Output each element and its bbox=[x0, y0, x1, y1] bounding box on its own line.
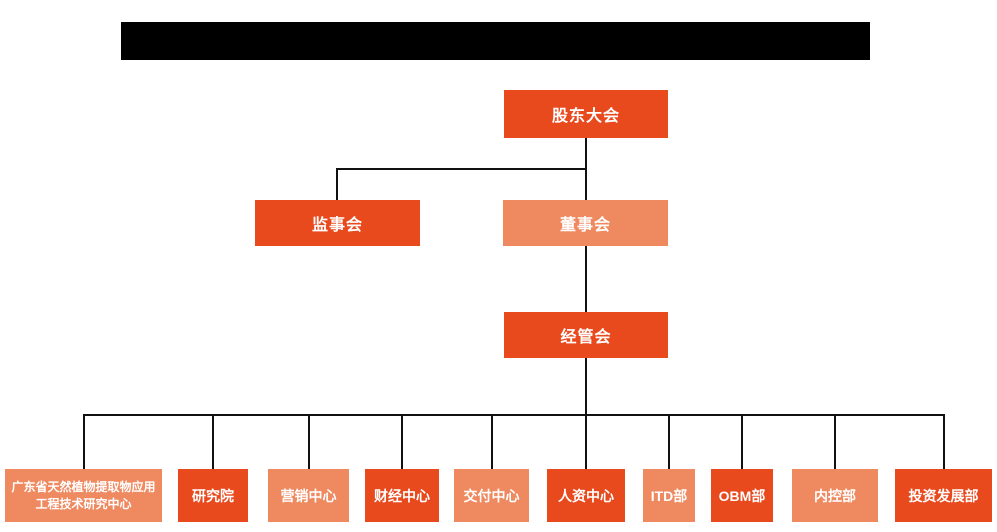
node-dept-finance-center: 财经中心 bbox=[365, 469, 439, 522]
node-dept-research-institute: 研究院 bbox=[178, 469, 248, 522]
node-management-committee: 经管会 bbox=[504, 312, 668, 358]
node-dept-itd: ITD部 bbox=[643, 469, 695, 522]
connector-departments-horizontal bbox=[83, 414, 945, 416]
node-dept-hr-center: 人资中心 bbox=[547, 469, 625, 522]
node-board-of-directors: 董事会 bbox=[503, 200, 668, 246]
redacted-title-bar bbox=[121, 22, 870, 60]
connector-drop-6 bbox=[585, 416, 587, 469]
connector-drop-1 bbox=[83, 416, 85, 469]
connector-drop-5 bbox=[491, 416, 493, 469]
connector-drop-3 bbox=[308, 416, 310, 469]
connector-supervisory-drop bbox=[336, 168, 338, 200]
node-shareholders-meeting: 股东大会 bbox=[504, 90, 668, 138]
node-dept-investment-development: 投资发展部 bbox=[895, 469, 992, 522]
connector-drop-8 bbox=[741, 416, 743, 469]
connector-drop-9 bbox=[834, 416, 836, 469]
connector-drop-2 bbox=[212, 416, 214, 469]
connector-management-down bbox=[585, 358, 587, 415]
node-dept-plant-extract-research-center: 广东省天然植物提取物应用工程技术研究中心 bbox=[5, 469, 162, 522]
connector-board-to-management bbox=[585, 246, 587, 312]
node-supervisory-board: 监事会 bbox=[255, 200, 420, 246]
node-dept-internal-control: 内控部 bbox=[792, 469, 878, 522]
connector-level2-horizontal bbox=[336, 168, 587, 170]
connector-drop-4 bbox=[401, 416, 403, 469]
node-dept-marketing-center: 营销中心 bbox=[268, 469, 349, 522]
connector-drop-7 bbox=[668, 416, 670, 469]
connector-drop-10 bbox=[943, 416, 945, 469]
node-dept-delivery-center: 交付中心 bbox=[454, 469, 529, 522]
node-dept-obm: OBM部 bbox=[711, 469, 773, 522]
